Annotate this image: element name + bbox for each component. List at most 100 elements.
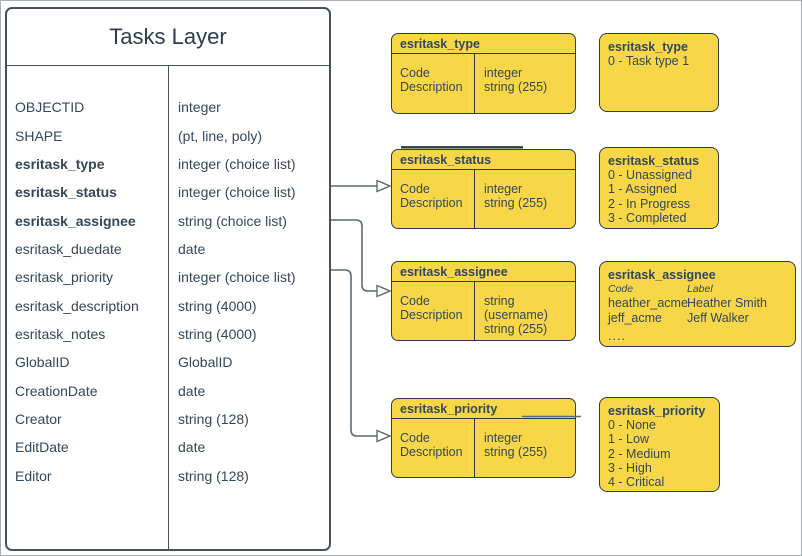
value-list: 0 - Task type 1 [608,54,710,68]
definition-box-priority: esritask_priority Code Description integ… [391,398,576,478]
assignee-code: jeff_acme [608,310,662,325]
assignee-label: Heather Smith [687,296,767,311]
description-type: string (255) [484,80,548,94]
definition-box-type: esritask_type Code Description integer s… [391,33,576,114]
table-row: esritask_type integer (choice list) [7,150,329,178]
code-label: Code [400,182,430,196]
values-box-type: esritask_type 0 - Task type 1 [599,33,719,112]
field-type: integer (choice list) [178,184,296,201]
field-name: Editor [15,467,52,484]
assignee-row: heather_acme Heather Smith [608,296,787,310]
table-row: esritask_duedate date [7,235,329,263]
description-label: Description [400,80,463,94]
code-type: integer [484,66,523,80]
field-type: string (4000) [178,325,257,342]
table-row: esritask_description string (4000) [7,291,329,319]
description-label: Description [400,445,463,459]
value-item: 0 - Task type 1 [608,54,690,69]
table-row: GlobalID GlobalID [7,348,329,376]
field-name: GlobalID [15,354,70,371]
description-type: string (255) [484,322,548,336]
definition-types: integer string (255) [474,419,575,477]
definition-labels: Code Description [392,170,474,228]
arrowhead-assignee [376,284,392,298]
label-column-header: Label [687,283,713,296]
field-type: integer [178,99,221,116]
definition-box-assignee: esritask_assignee Code Description strin… [391,261,576,341]
column-divider [168,65,169,549]
field-type: date [178,439,206,456]
table-row: Creator string (128) [7,405,329,433]
field-list: OBJECTID integer SHAPE (pt, line, poly) … [7,93,329,490]
field-name: esritask_notes [15,325,106,342]
definition-labels: Code Description [392,419,474,477]
values-box-title: esritask_type [608,40,688,54]
arrowhead-status [376,179,392,193]
definition-box-title: esritask_type [392,34,575,54]
definition-labels: Code Description [392,54,474,113]
code-type: integer [484,431,523,445]
description-label: Description [400,308,463,322]
definition-box-title: esritask_priority [392,399,575,419]
field-name: esritask_type [15,155,105,172]
value-item: 0 - Unassigned [608,168,693,183]
field-type: string (128) [178,467,249,484]
value-item: 4 - Critical [608,475,665,490]
description-label: Description [400,196,463,210]
field-name: esritask_priority [15,269,114,286]
definition-box-title: esritask_status [392,150,575,170]
description-type: string (255) [484,445,548,459]
assignee-code: heather_acme [608,296,688,311]
value-item: 2 - In Progress [608,196,690,211]
field-type: date [178,240,206,257]
field-type: string (4000) [178,297,257,314]
table-row: OBJECTID integer [7,93,329,121]
table-row: Editor string (128) [7,461,329,489]
description-type: string (255) [484,196,548,210]
assignee-label: Jeff Walker [687,310,749,325]
field-type: GlobalID [178,354,233,371]
code-label: Code [400,66,430,80]
value-item: 0 - None [608,418,656,433]
table-row: esritask_notes string (4000) [7,320,329,348]
connector-assignee-line [331,219,377,292]
code-column-header: Code [608,283,634,296]
value-item: 3 - High [608,460,652,475]
field-name: EditDate [15,439,69,456]
values-box-assignee: esritask_assignee Code Label heather_acm… [599,261,796,347]
field-name: esritask_description [15,297,139,314]
field-name: esritask_duedate [15,240,122,257]
field-type: integer (choice list) [178,155,296,172]
value-item: 1 - Low [608,432,649,447]
tasks-layer-title: Tasks Layer [7,9,329,66]
values-box-title: esritask_assignee [608,268,716,282]
arrowhead-priority [376,429,392,443]
field-name: OBJECTID [15,99,85,116]
table-row: EditDate date [7,433,329,461]
definition-box-status: esritask_status Code Description integer… [391,149,576,229]
definition-types: string (username) string (255) [474,282,575,340]
table-row: CreationDate date [7,376,329,404]
code-type: integer [484,182,523,196]
code-label: Code [400,294,430,308]
field-type: string (128) [178,410,249,427]
values-box-title: esritask_priority [608,404,706,418]
table-row: SHAPE (pt, line, poly) [7,121,329,149]
value-item: 3 - Completed [608,210,687,225]
code-type: string (username) [484,294,548,322]
table-row: esritask_status integer (choice list) [7,178,329,206]
assignee-rows: heather_acme Heather Smith jeff_acme Jef… [608,296,787,324]
assignee-ellipsis: .... [608,328,626,343]
value-column-headers: Code Label [608,282,787,296]
field-type: string (choice list) [178,212,287,229]
field-name: SHAPE [15,127,63,144]
table-row: esritask_assignee string (choice list) [7,206,329,234]
connector-priority-line [331,269,377,437]
field-name: Creator [15,410,62,427]
definition-box-title: esritask_assignee [392,262,575,282]
